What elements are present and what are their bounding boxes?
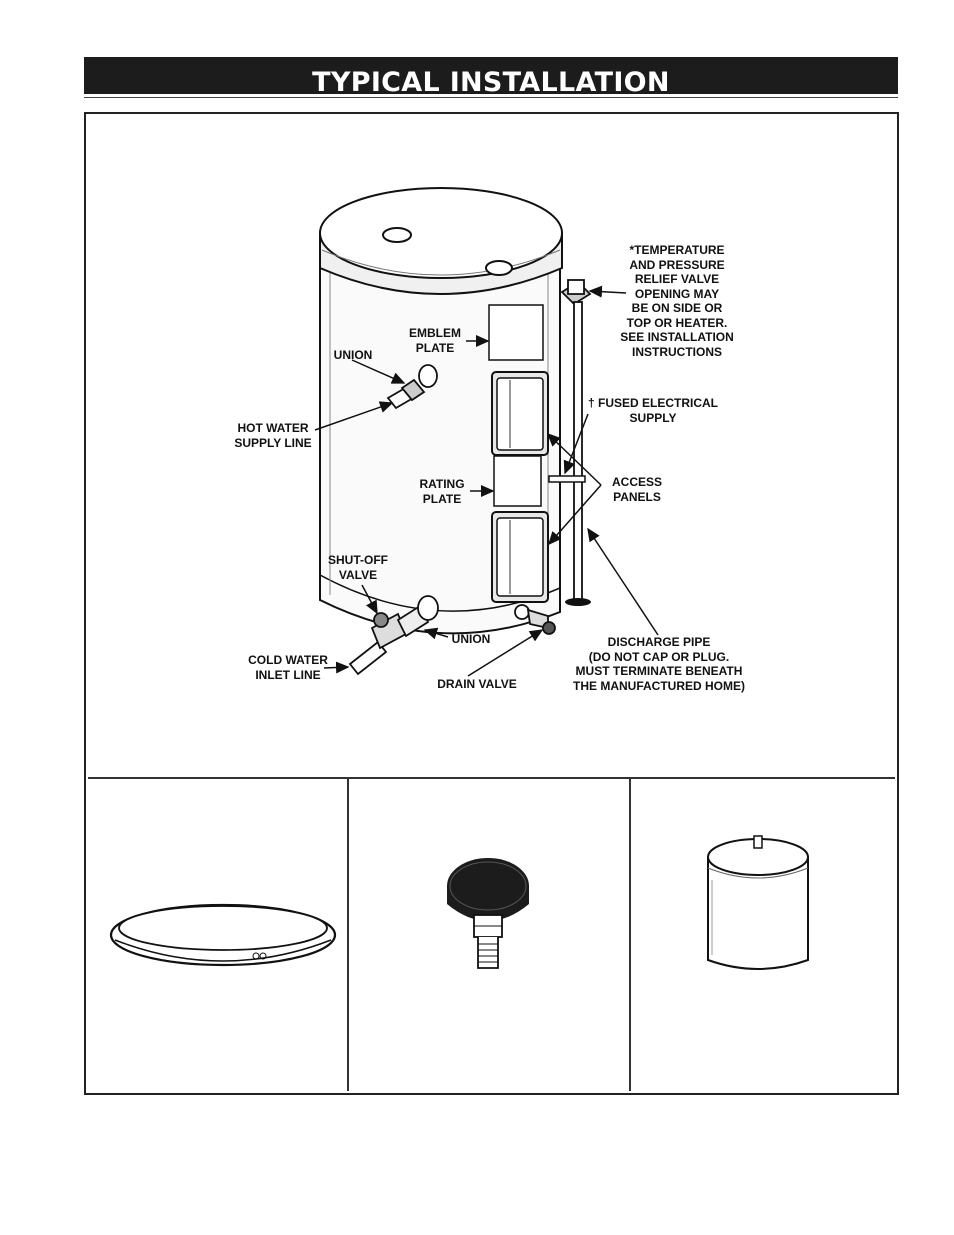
emblem-plate <box>488 304 544 361</box>
rating-plate <box>493 455 542 507</box>
rating-plate-label: RATING PLATE <box>419 477 465 506</box>
leader-arrows <box>314 285 659 677</box>
shutoff-valve-label: SHUT-OFF VALVE <box>328 553 388 582</box>
access-panels-label: ACCESS PANELS <box>611 475 662 504</box>
relief-valve <box>560 279 592 306</box>
union-bottom-label: UNION <box>451 632 491 646</box>
cold-water-inlet-label: COLD WATER INLET LINE <box>248 653 328 682</box>
vacuum-relief-valve-illustration <box>447 858 529 969</box>
hot-water-union <box>386 364 438 410</box>
tp-valve-label: *TEMPERATURE AND PRESSURE RELIEF VALVE O… <box>620 243 734 359</box>
emblem-plate-label: EMBLEM PLATE <box>409 326 461 355</box>
drain-pan-illustration <box>109 903 337 967</box>
fused-electrical-supply-label: † FUSED ELECTRICAL SUPPLY <box>587 396 718 425</box>
expansion-tank-illustration <box>707 835 809 970</box>
cold-water-inlet <box>348 595 439 676</box>
hot-water-supply-label: HOT WATER SUPPLY LINE <box>234 421 312 450</box>
drain-valve-label: DRAIN VALVE <box>437 677 517 691</box>
drain-valve <box>514 604 556 635</box>
accessory-separator-1 <box>347 779 349 1091</box>
page-title: TYPICAL INSTALLATION <box>312 67 670 98</box>
diagram-frame <box>84 112 899 1095</box>
accessory-separator-2 <box>629 779 631 1091</box>
top-fitting-right <box>485 260 513 276</box>
accessory-divider <box>88 777 895 779</box>
access-panel-top <box>491 371 549 456</box>
title-rule <box>84 97 898 98</box>
shutoff-valve-handle <box>373 612 389 628</box>
top-fitting-left <box>382 227 412 243</box>
union-top-label: UNION <box>333 348 373 362</box>
title-bar: TYPICAL INSTALLATION <box>84 57 898 98</box>
electrical-conduit <box>548 475 586 483</box>
access-panel-bottom <box>491 511 549 603</box>
discharge-pipe-label: DISCHARGE PIPE (DO NOT CAP OR PLUG. MUST… <box>573 635 745 693</box>
